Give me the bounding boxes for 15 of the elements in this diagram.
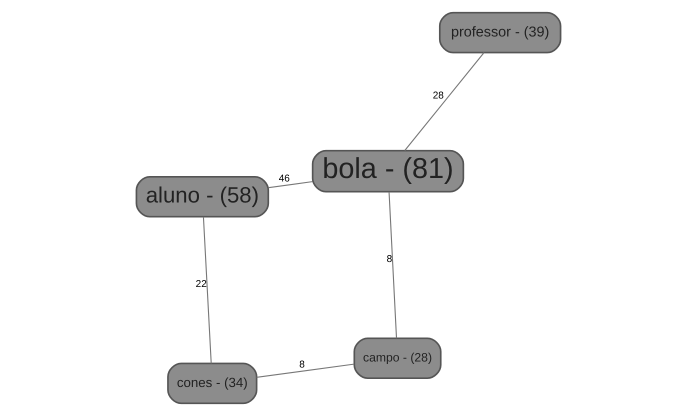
edge-label: 28	[432, 90, 444, 102]
node-box: bola - (81)	[312, 150, 464, 193]
connector	[256, 364, 354, 378]
node-box: aluno - (58)	[136, 176, 270, 218]
connector	[388, 192, 398, 338]
edge-label: 8	[386, 254, 392, 265]
edge-label: 8	[299, 360, 305, 371]
node-box: cones - (34)	[167, 362, 258, 404]
node-box: professor - (39)	[438, 12, 562, 54]
connector	[268, 181, 312, 188]
edge-label: 22	[196, 279, 207, 290]
edge-label: 46	[278, 174, 290, 185]
connector	[404, 52, 484, 151]
connector	[202, 216, 212, 364]
node-box: campo - (28)	[353, 337, 442, 379]
